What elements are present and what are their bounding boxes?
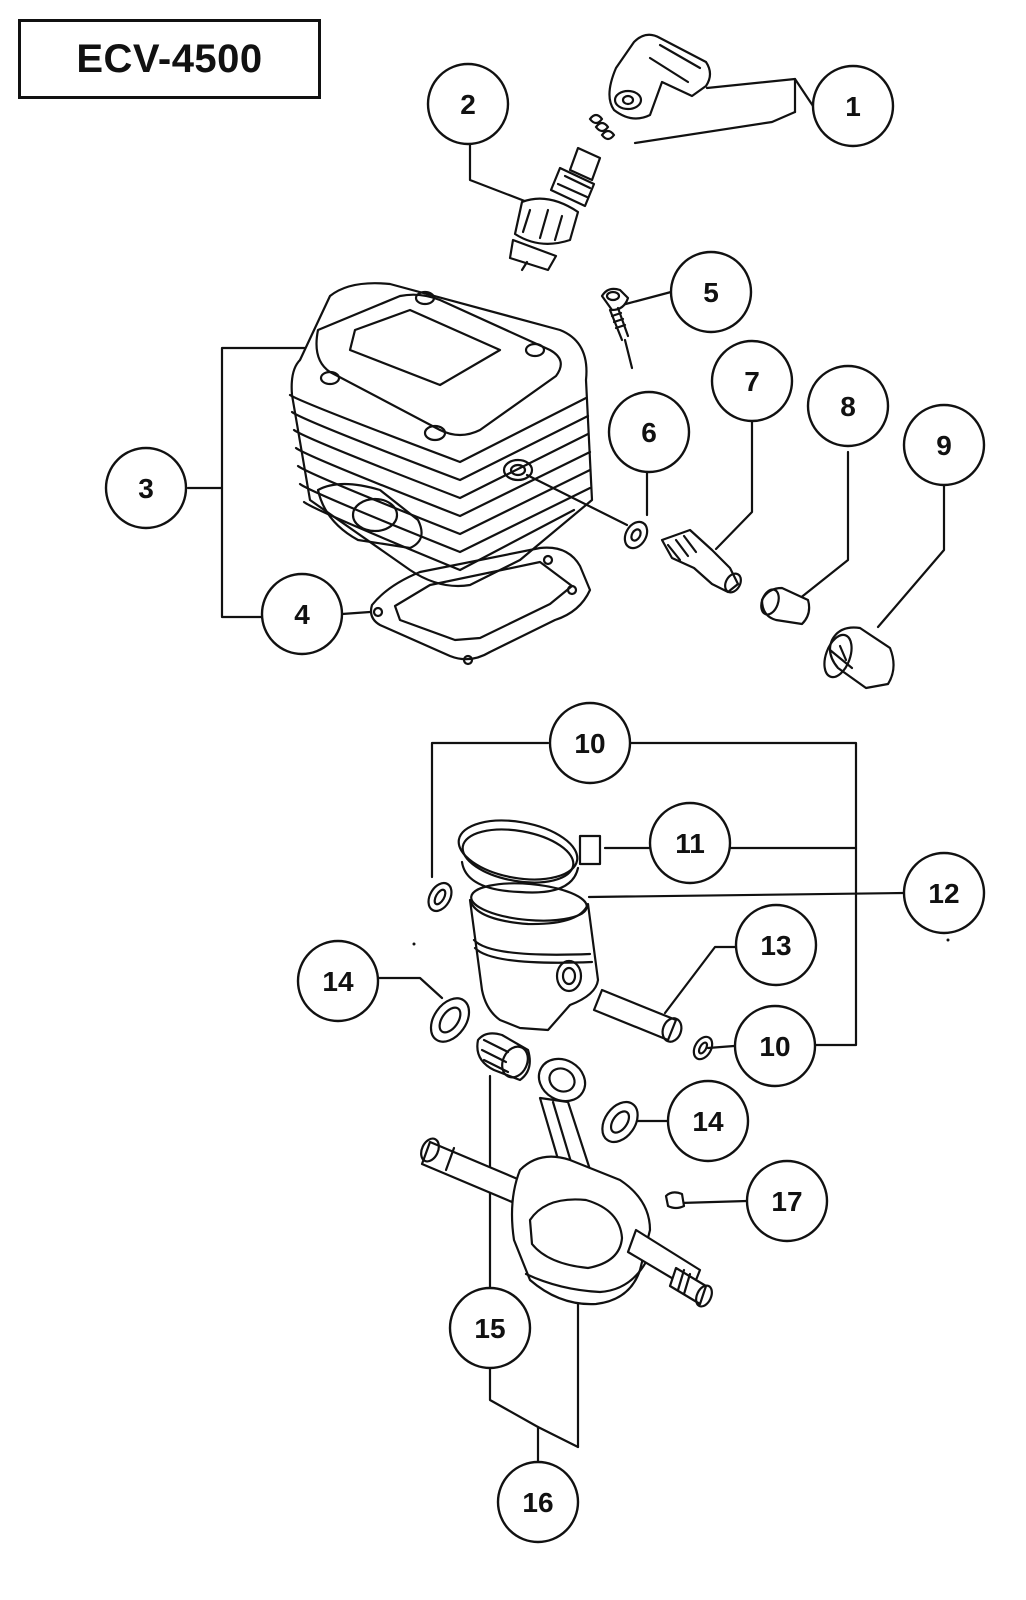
- callout-c12: 12: [902, 851, 986, 935]
- callout-c5: 5: [669, 250, 753, 334]
- callout-number: 14: [322, 966, 354, 997]
- bearing-upper: [429, 997, 471, 1043]
- piston-rings: [457, 819, 602, 894]
- callout-c11: 11: [648, 801, 732, 885]
- callout-c13: 13: [734, 903, 818, 987]
- valve-cover: [823, 626, 895, 690]
- model-title: ECV-4500: [76, 36, 263, 81]
- piston-pin: [592, 988, 683, 1043]
- callout-circle: [548, 701, 632, 785]
- needle-bearing: [476, 1032, 531, 1082]
- callout-number: 11: [675, 828, 705, 859]
- callout-circle: [811, 64, 895, 148]
- callout-c10a: 10: [548, 701, 632, 785]
- callout-circle: [426, 62, 510, 146]
- callout-circle: [104, 446, 188, 530]
- callout-circle: [448, 1286, 532, 1370]
- callout-circle: [296, 939, 380, 1023]
- callout-c16: 16: [496, 1460, 580, 1544]
- callout-number: 2: [460, 89, 476, 120]
- callout-number: 4: [294, 599, 310, 630]
- woodruff-key: [664, 1191, 686, 1210]
- valve-cap: [760, 586, 811, 626]
- cylinder: [288, 282, 629, 588]
- callout-circle: [734, 903, 818, 987]
- callout-circle: [902, 403, 986, 487]
- callout-number: 13: [760, 930, 791, 961]
- callout-number: 14: [692, 1106, 724, 1137]
- washer: [623, 520, 649, 550]
- callout-c3: 3: [104, 446, 188, 530]
- callout-c15: 15: [448, 1286, 532, 1370]
- screw: [600, 287, 634, 370]
- callout-circle: [260, 572, 344, 656]
- crankshaft: [420, 1057, 713, 1308]
- callout-c14a: 14: [296, 939, 380, 1023]
- callout-c2: 2: [426, 62, 510, 146]
- callout-c9: 9: [902, 403, 986, 487]
- callout-number: 6: [641, 417, 657, 448]
- callout-circle: [648, 801, 732, 885]
- callout-circle: [733, 1004, 817, 1088]
- callout-c1: 1: [811, 64, 895, 148]
- callout-c10b: 10: [733, 1004, 817, 1088]
- callout-number: 16: [522, 1487, 553, 1518]
- callout-number: 10: [574, 728, 605, 759]
- callout-c8: 8: [806, 364, 890, 448]
- model-title-box: ECV-4500: [18, 19, 321, 99]
- circlip-upper: [427, 881, 453, 913]
- callout-number: 3: [138, 473, 154, 504]
- callout-circle: [710, 339, 794, 423]
- circlip-lower: [692, 1035, 714, 1061]
- callout-number: 9: [936, 430, 952, 461]
- callout-number: 10: [759, 1031, 790, 1062]
- callout-circle: [666, 1079, 750, 1163]
- callout-c14b: 14: [666, 1079, 750, 1163]
- leader-lines: [186, 77, 946, 1464]
- callout-number: 7: [744, 366, 760, 397]
- callout-circle: [902, 851, 986, 935]
- callout-circle: [806, 364, 890, 448]
- callout-number: 15: [474, 1313, 505, 1344]
- callout-c4: 4: [260, 572, 344, 656]
- callout-circle: [669, 250, 753, 334]
- callout-circle: [745, 1159, 829, 1243]
- callout-number: 1: [845, 91, 861, 122]
- spark-plug: [508, 146, 602, 272]
- bearing-lower: [601, 1100, 639, 1144]
- callout-number: 17: [771, 1186, 802, 1217]
- callout-circle: [496, 1460, 580, 1544]
- callout-number: 8: [840, 391, 856, 422]
- decompression-valve: [660, 528, 742, 594]
- callout-c7: 7: [710, 339, 794, 423]
- cylinder-gasket: [369, 546, 592, 666]
- spark-plug-cap: [588, 33, 712, 141]
- callout-number: 12: [928, 878, 959, 909]
- callout-c17: 17: [745, 1159, 829, 1243]
- piston: [468, 882, 600, 1032]
- callout-c6: 6: [607, 390, 691, 474]
- callout-circle: [607, 390, 691, 474]
- callout-number: 5: [703, 277, 719, 308]
